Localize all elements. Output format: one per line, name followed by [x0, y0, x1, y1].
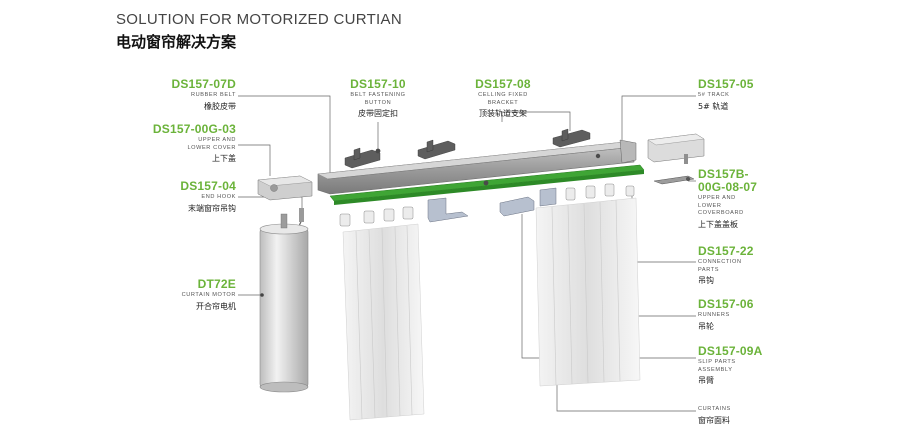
runners-right: [565, 183, 635, 201]
track-code: DS157-05: [698, 77, 754, 91]
coverboard-en3: COVERBOARD: [698, 210, 744, 216]
title-en: SOLUTION FOR MOTORIZED CURTIAN: [116, 11, 402, 28]
label-slip: DS157-09A SLIP PARTS ASSEMBLY 吊臂: [698, 345, 798, 386]
connection-zh: 吊钩: [698, 276, 714, 285]
rubber-belt-en: RUBBER BELT: [190, 92, 236, 98]
cover-zh: 上下盖: [212, 154, 236, 163]
runners-zh: 吊轮: [698, 321, 714, 331]
connection-en2: PARTS: [698, 266, 720, 273]
title-zh: 电动窗帘解决方案: [116, 33, 237, 51]
belt-button-en1: BELT FASTENING: [350, 92, 406, 98]
belt-button-zh: 皮带固定扣: [358, 109, 398, 118]
leader-rubber-belt: [238, 95, 331, 177]
cover-en2: LOWER COVER: [187, 144, 236, 151]
coverboard-code1: DS157B-: [698, 167, 749, 181]
track-end-cap: [619, 139, 637, 164]
coverboard-en2: LOWER: [698, 202, 722, 209]
end-hook-code: DS157-04: [180, 179, 236, 193]
end-hook-zh: 末端窗帘吊钩: [188, 203, 236, 213]
curtains-zh: 窗帘面料: [698, 415, 730, 425]
slip-zh: 吊臂: [698, 376, 714, 385]
runners-code: DS157-06: [698, 297, 754, 311]
coverboard-code2: 00G-08-07: [698, 180, 758, 194]
motor-code: DT72E: [197, 277, 236, 291]
slip-en1: SLIP PARTS: [698, 359, 736, 365]
upper-lower-cover: [257, 175, 313, 201]
belt-button-en2: BUTTON: [364, 99, 392, 106]
leader-track: [621, 95, 696, 140]
right-housing: [647, 133, 705, 164]
ceiling-bracket-code: DS157-08: [475, 77, 531, 91]
belt-button-code: DS157-10: [350, 77, 406, 91]
label-end-hook: DS157-04 END HOOK 末端窗帘吊钩: [130, 180, 236, 214]
label-curtains: CURTAINS 窗帘面料: [698, 405, 798, 426]
end-hook-en: END HOOK: [201, 194, 236, 200]
motor-en: CURTAIN MOTOR: [181, 292, 236, 298]
label-coverboard: DS157B- 00G-08-07 UPPER AND LOWER COVERB…: [698, 168, 798, 230]
label-cover: DS157-00G-03 UPPER AND LOWER COVER 上下盖: [130, 123, 236, 164]
runners-en: RUNNERS: [698, 312, 730, 318]
rubber-belt-code: DS157-07D: [171, 77, 236, 91]
label-rubber-belt: DS157-07D RUBBER BELT 橡胶皮带: [130, 78, 236, 112]
coverboard-plate: [653, 175, 695, 185]
rubber-belt-zh: 橡胶皮带: [204, 101, 236, 111]
leader-curtains: [556, 380, 696, 412]
leader-ceiling-bracket: [501, 111, 571, 131]
ceiling-bracket-en2: BRACKET: [487, 99, 519, 106]
label-belt-button: DS157-10 BELT FASTENING BUTTON 皮带固定扣: [340, 78, 416, 119]
motor-zh: 开合帘电机: [196, 301, 236, 311]
label-track: DS157-05 5# TRACK 5# 轨道: [698, 78, 798, 112]
coverboard-en1: UPPER AND: [698, 195, 736, 201]
slip-code: DS157-09A: [698, 344, 763, 358]
connection-code: DS157-22: [698, 244, 754, 258]
curtain-right: [535, 197, 641, 387]
coverboard-zh: 上下盖盖板: [698, 219, 738, 229]
slip-en2: ASSEMBLY: [698, 366, 733, 373]
label-connection: DS157-22 CONNECTION PARTS 吊钩: [698, 245, 798, 286]
track-zh: 5# 轨道: [698, 101, 729, 111]
cover-code: DS157-00G-03: [152, 122, 236, 136]
curtain-left: [342, 223, 425, 421]
ceiling-bracket-zh: 顶装轨道支架: [479, 109, 527, 118]
label-motor: DT72E CURTAIN MOTOR 开合帘电机: [130, 278, 236, 312]
label-ceiling-bracket: DS157-08 CELLING FIXED BRACKET 顶装轨道支架: [462, 78, 544, 119]
cover-en1: UPPER AND: [198, 137, 236, 143]
slip-parts: [427, 187, 557, 223]
runners-left: [339, 206, 414, 227]
track-en: 5# TRACK: [698, 92, 730, 98]
ceiling-brackets: [344, 128, 591, 169]
leader-connection: [631, 194, 696, 263]
curtain-motor-drawing: [259, 213, 309, 393]
leader-cover: [238, 144, 271, 176]
belt-fastening-buttons: [375, 148, 601, 186]
curtains-en: CURTAINS: [698, 406, 731, 412]
connection-en1: CONNECTION: [698, 259, 742, 265]
label-runners: DS157-06 RUNNERS 吊轮: [698, 298, 798, 332]
ceiling-bracket-en1: CELLING FIXED: [478, 92, 528, 98]
